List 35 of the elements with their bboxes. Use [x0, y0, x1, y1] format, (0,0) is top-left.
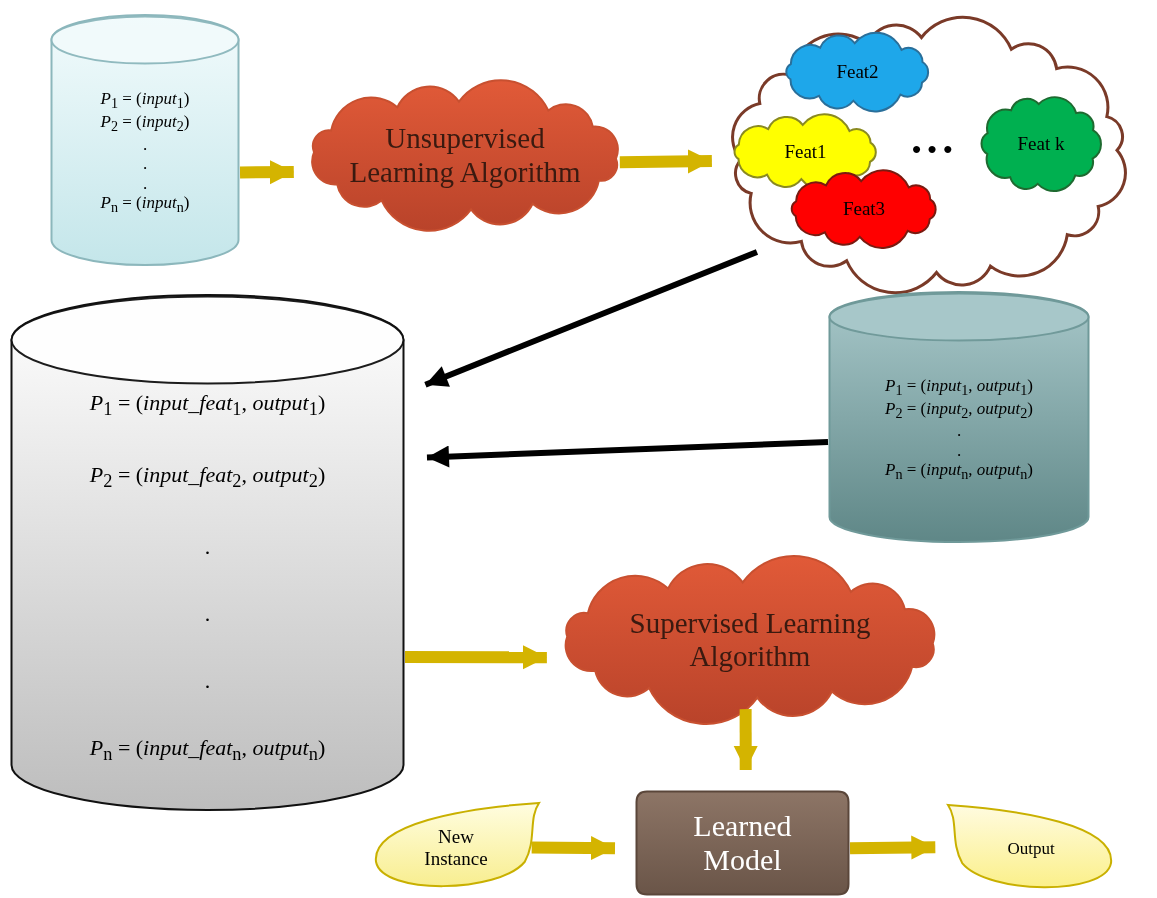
node-label: Feat k — [1017, 133, 1065, 155]
arrow — [405, 645, 547, 670]
record-text: . — [142, 154, 148, 174]
node-label: Feat1 — [784, 141, 827, 163]
node-label: New Instance — [423, 825, 489, 870]
arrow — [733, 709, 758, 770]
record-text: P$_{1}$ = (input$_{1}$, output$_{1}$) — [885, 375, 1033, 399]
arrow — [531, 835, 616, 860]
record-text: P$_{n}$ = (input_feat$_{n}$, output$_{n}$) — [89, 734, 326, 765]
arrow — [619, 149, 712, 174]
node-label: Unsupervised Learning Algorithm — [348, 122, 582, 189]
node-label: Learned Model — [692, 808, 793, 878]
arrow — [426, 439, 829, 468]
record-text: . — [204, 534, 211, 560]
arrow — [849, 835, 936, 860]
node-label: Feat2 — [836, 61, 879, 83]
arrow — [424, 249, 759, 388]
record-text: P$_{1}$ = (input_feat$_{1}$, output$_{1}$) — [89, 390, 326, 421]
record-text: . — [204, 667, 211, 693]
node-label: Output — [1007, 839, 1055, 859]
node-label: Supervised Learning Algorithm — [628, 606, 872, 674]
ellipsis-text: • • • — [912, 135, 953, 165]
record-text: P$_{2}$ = (input$_{2}$) — [100, 111, 190, 135]
record-text: . — [142, 134, 148, 155]
node-label: Feat3 — [842, 198, 886, 220]
record-text: P$_{2}$ = (input_feat$_{2}$, output$_{2}$) — [89, 462, 326, 493]
record-text: . — [142, 173, 148, 194]
record-text: . — [204, 600, 211, 627]
record-text: P$_{2}$ = (input$_{2}$, output$_{2}$) — [885, 398, 1033, 422]
record-text: . — [956, 440, 962, 461]
record-text: P$_{n}$ = (input$_{n}$) — [100, 193, 190, 216]
record-text: . — [956, 421, 962, 441]
record-text: P$_{n}$ = (input$_{n}$, output$_{n}$) — [885, 460, 1033, 484]
record-text: P$_{1}$ = (input$_{1}$) — [100, 89, 190, 112]
arrow — [239, 160, 294, 185]
